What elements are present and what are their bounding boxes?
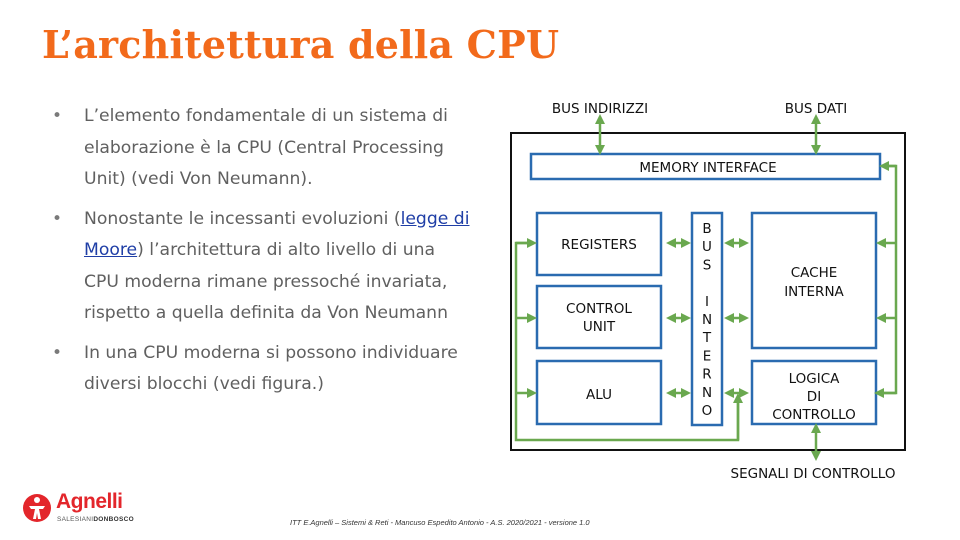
logo-name: Agnelli (56, 490, 123, 513)
bullet-item: In una CPU moderna si possono individuar… (52, 338, 472, 401)
moore-law-link[interactable]: legge di Moore (84, 208, 470, 261)
bus-dati-label: BUS DATI (785, 101, 848, 117)
bus-interno-letter: U (702, 239, 712, 255)
bus-interno-letter: S (703, 257, 712, 273)
segnali-label: SEGNALI DI CONTROLLO (731, 466, 896, 482)
logica-label-2: DI (807, 389, 821, 405)
bus-indirizzi-label: BUS INDIRIZZI (552, 101, 648, 117)
cache-interna-box (750, 211, 878, 350)
right-control-line (876, 164, 898, 395)
control-unit-label-1: CONTROL (566, 301, 632, 317)
cache-label-2: INTERNA (784, 284, 844, 300)
bus-interno-letter: B (702, 221, 711, 237)
cpu-frame (510, 132, 906, 451)
bus-interno-letter: T (702, 330, 712, 346)
bus-interno-letter: N (702, 385, 712, 401)
bullet-list: L’elemento fondamentale di un sistema di… (52, 101, 472, 409)
bus-interno-letter: O (702, 403, 713, 419)
agnelli-logo: Agnelli SALESIANIDONBOSCO (22, 490, 142, 530)
memory-interface-label: MEMORY INTERFACE (639, 160, 776, 176)
bullet-text: In una CPU moderna si possono individuar… (84, 342, 458, 395)
logo-sub-a: SALESIANI (57, 516, 94, 523)
footer-text: ITT E.Agnelli – Sistemi & Reti - Mancuso… (290, 518, 590, 527)
logo-subtitle: SALESIANIDONBOSCO (57, 516, 134, 523)
bullet-text: L’elemento fondamentale di un sistema di… (84, 106, 448, 189)
registers-label: REGISTERS (561, 237, 637, 253)
logica-label-1: LOGICA (789, 371, 841, 387)
bus-interno-box (690, 211, 724, 427)
bus-interno-letter: I (705, 294, 709, 310)
registers-box (535, 211, 663, 277)
alu-label: ALU (586, 387, 612, 403)
logica-label-3: CONTROLLO (772, 407, 856, 423)
bullet-text-after: ) l’architettura di alto livello di una … (84, 240, 448, 323)
alu-box (535, 359, 663, 426)
bullet-text-before: Nonostante le incessanti evoluzioni ( (84, 208, 401, 229)
bullet-item: Nonostante le incessanti evoluzioni (leg… (52, 204, 472, 330)
control-unit-label-2: UNIT (583, 319, 616, 335)
logo-emblem-icon (23, 494, 51, 522)
bus-interno-letter: R (702, 367, 711, 383)
bus-interno-letter: N (702, 312, 712, 328)
logo-sub-b: DONBOSCO (93, 516, 134, 523)
bus-interno-letter: E (703, 348, 712, 364)
control-unit-box (535, 284, 663, 350)
slide-title: L’architettura della CPU (42, 22, 560, 67)
bullet-item: L’elemento fondamentale di un sistema di… (52, 101, 472, 196)
cache-label-1: CACHE (791, 265, 838, 281)
